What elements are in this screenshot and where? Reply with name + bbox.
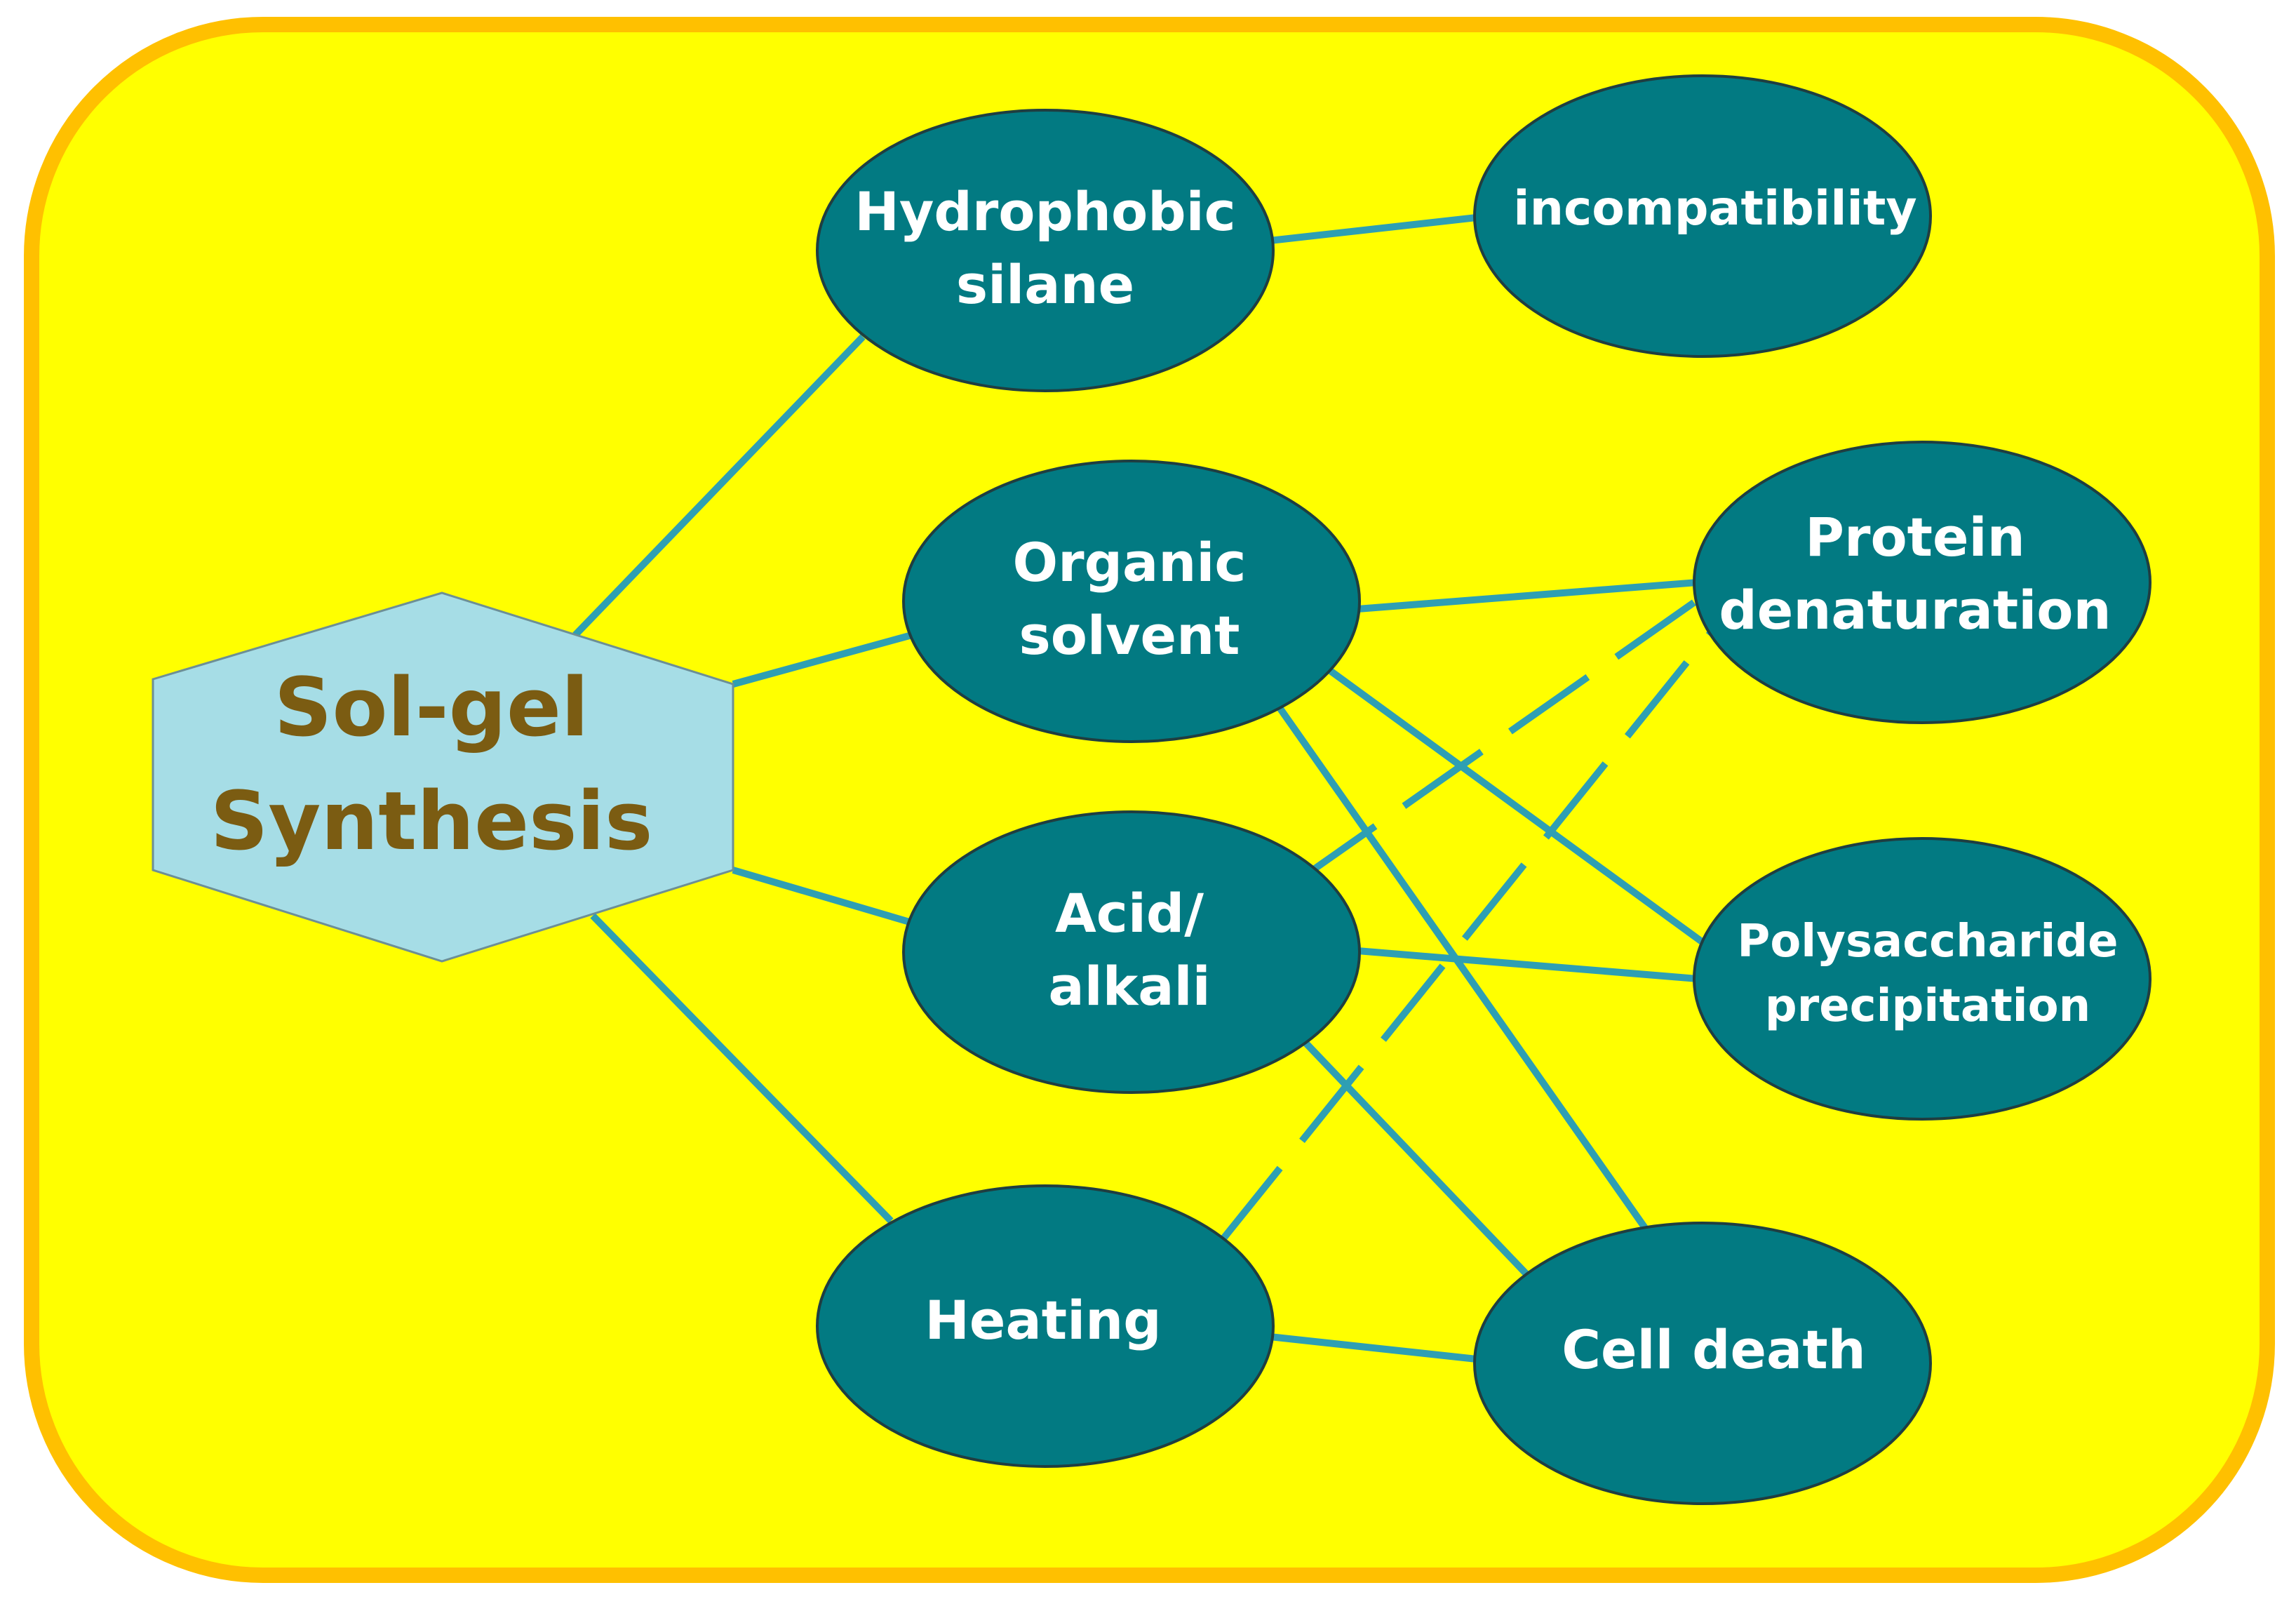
hub-label-line2: Synthesis <box>210 775 653 869</box>
node-acid-alkali: Acid/ alkali <box>902 810 1361 1094</box>
node-label-line1: Hydrophobic <box>854 180 1235 243</box>
connector-acid-protein <box>1296 596 1700 884</box>
node-label-line1: Heating <box>925 1289 1161 1351</box>
hub-node: Sol-gel Synthesis <box>152 592 734 963</box>
connector-hub-hydrophobic-silane <box>572 334 866 638</box>
node-label-line2: solvent <box>1019 604 1240 667</box>
node-label-line2: precipitation <box>1765 980 2090 1032</box>
connector-lines <box>572 214 1714 1363</box>
node-label-line1: Acid/ <box>1055 882 1204 944</box>
node-label-line1: Protein <box>1805 506 2025 568</box>
node-label-line1: Organic <box>1013 531 1247 594</box>
node-cell-death: Cell death <box>1473 1222 1932 1505</box>
node-ellipse <box>902 460 1361 743</box>
connector-solvent-protein <box>1357 579 1698 613</box>
connector-hub-acid-alkali <box>732 867 913 926</box>
node-label-line1: Polysaccharide <box>1737 916 2118 968</box>
connector-hub-heating <box>590 913 894 1224</box>
node-ellipse <box>1693 441 2151 724</box>
hub-hexagon <box>152 592 734 963</box>
connector-hub-organic-solvent <box>732 631 913 688</box>
node-label-line2: alkali <box>1048 955 1210 1017</box>
connector-heating-protein <box>1218 629 1714 1245</box>
node-label-line2: silane <box>956 253 1134 316</box>
connector-solvent-cell-death <box>1277 707 1649 1230</box>
diagram-frame <box>24 17 2275 1583</box>
node-ellipse <box>1473 74 1932 358</box>
node-ellipse <box>1473 1222 1932 1505</box>
node-hydrophobic-silane: Hydrophobic silane <box>816 109 1275 392</box>
node-polysaccharide-precipitation: Polysaccharide precipitation <box>1693 837 2151 1121</box>
connector-silane-incompatibility <box>1269 214 1477 244</box>
hub-label-line1: Sol-gel <box>274 661 589 755</box>
connector-solvent-polysaccharide <box>1327 667 1707 947</box>
connector-acid-cell-death <box>1302 1039 1532 1280</box>
node-ellipse <box>902 810 1361 1094</box>
node-label-line1: incompatibility <box>1513 181 1916 236</box>
connector-acid-polysaccharide <box>1357 947 1698 982</box>
node-incompatibility: incompatibility <box>1473 74 1932 358</box>
node-label-line1: Cell death <box>1562 1318 1866 1381</box>
node-ellipse <box>1693 837 2151 1121</box>
connector-heating-cell-death <box>1269 1333 1477 1363</box>
node-ellipse <box>816 109 1275 392</box>
node-organic-solvent: Organic solvent <box>902 460 1361 743</box>
node-ellipse <box>816 1184 1275 1468</box>
node-protein-denaturation: Protein denaturation <box>1693 441 2151 724</box>
node-label-line2: denaturation <box>1719 579 2111 641</box>
node-heating: Heating <box>816 1184 1275 1468</box>
